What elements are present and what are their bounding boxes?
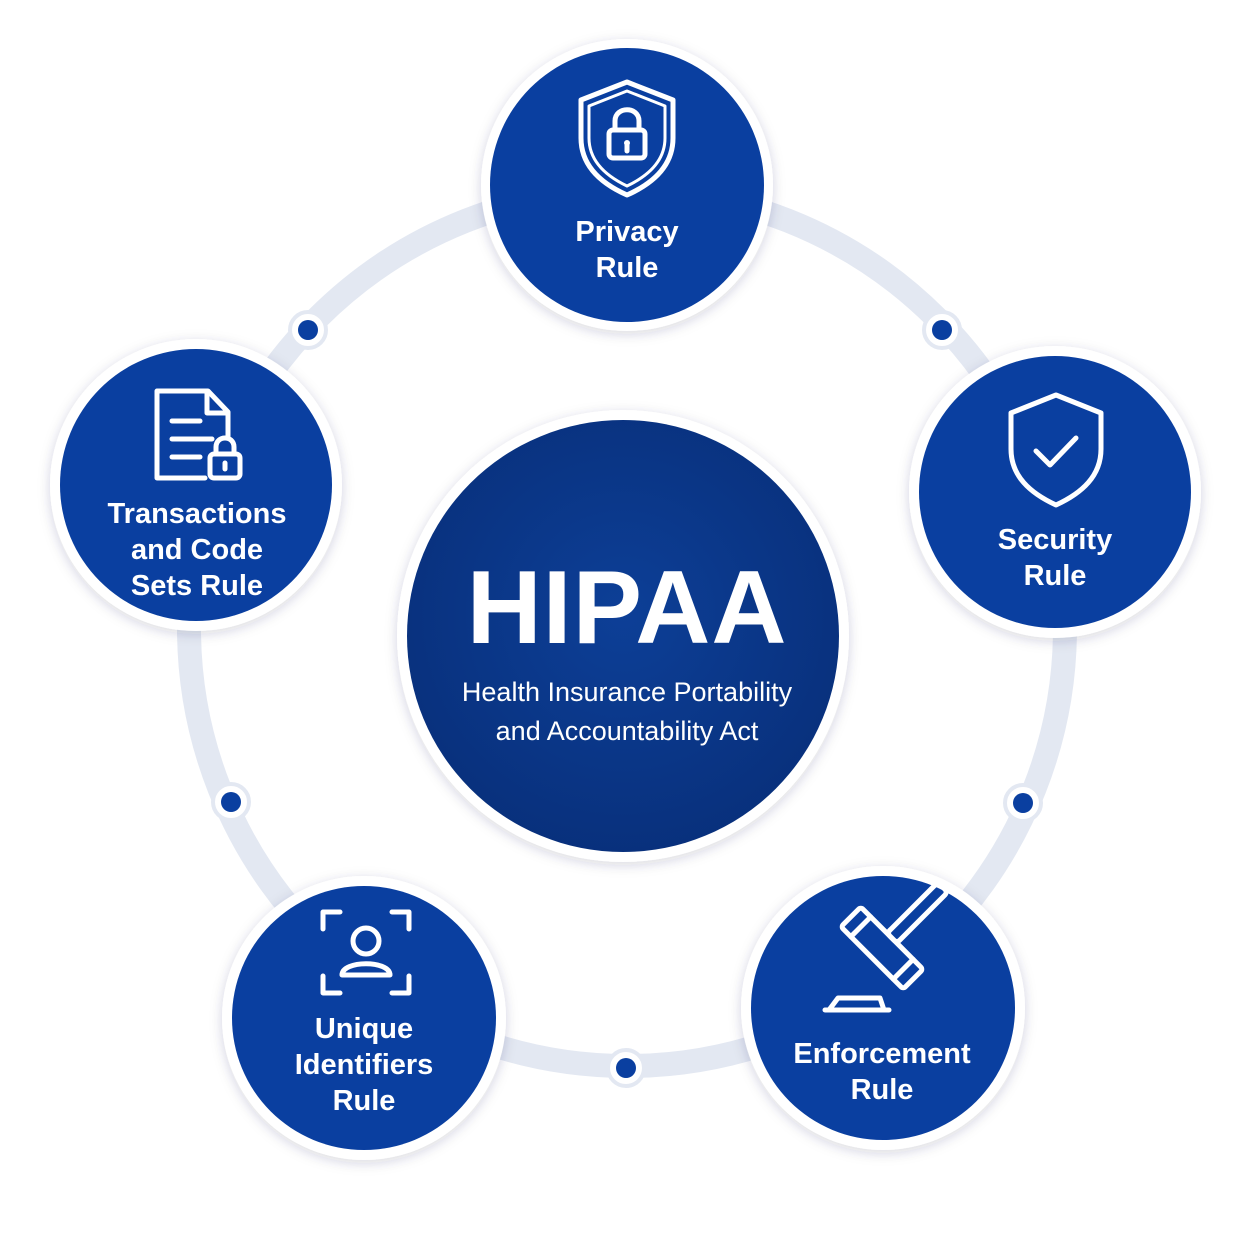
unique-identifiers-rule-label-line-2: Identifiers — [294, 1049, 434, 1081]
unique-identifiers-rule-label-line-1: Unique — [314, 1013, 414, 1045]
node-privacy-rule — [481, 39, 773, 331]
unique-identifiers-rule-label: Unique Identifiers Rule — [295, 1011, 434, 1119]
node-unique-identifiers-rule — [222, 876, 506, 1160]
unique-identifiers-rule-label-line-3: Rule — [332, 1085, 396, 1117]
center-hipaa-circle — [397, 410, 849, 862]
node-security-rule — [909, 346, 1201, 638]
privacy-rule-label-line-1: Privacy — [575, 216, 679, 248]
connector-dot-5 — [211, 782, 251, 822]
user-scan-icon — [320, 909, 412, 996]
enforcement-rule-label: Enforcement Rule — [793, 1036, 970, 1108]
ring-connector-dots — [211, 310, 1043, 1088]
transactions-rule-label-line-2: and Code — [130, 534, 264, 566]
connector-dot-2 — [922, 310, 962, 350]
privacy-rule-label-line-2: Rule — [595, 252, 659, 284]
document-lock-icon — [154, 388, 243, 481]
security-rule-label: Security Rule — [998, 522, 1112, 594]
transactions-rule-label: Transactions and Code Sets Rule — [108, 496, 287, 604]
privacy-rule-label: Privacy Rule — [575, 214, 678, 286]
shield-check-icon — [1008, 392, 1104, 508]
shield-lock-icon — [578, 79, 676, 198]
connector-dot-3 — [1003, 783, 1043, 823]
connector-dot-4 — [606, 1048, 646, 1088]
enforcement-rule-label-line-1: Enforcement — [793, 1038, 971, 1070]
enforcement-rule-label-line-2: Rule — [850, 1074, 914, 1106]
center-subtitle-line-1: Health Insurance Portability — [461, 677, 793, 707]
transactions-rule-label-line-1: Transactions — [107, 498, 287, 530]
security-rule-label-line-2: Rule — [1023, 560, 1087, 592]
node-enforcement-rule — [741, 866, 1025, 1150]
gavel-icon — [822, 881, 949, 1013]
center-subtitle: Health Insurance Portability and Account… — [462, 673, 792, 751]
connector-dot-1 — [288, 310, 328, 350]
center-subtitle-line-2: and Accountability Act — [495, 716, 759, 746]
node-transactions-rule — [50, 339, 342, 631]
transactions-rule-label-line-3: Sets Rule — [130, 570, 264, 602]
security-rule-label-line-1: Security — [997, 524, 1113, 556]
center-title: HIPAA — [466, 550, 788, 666]
